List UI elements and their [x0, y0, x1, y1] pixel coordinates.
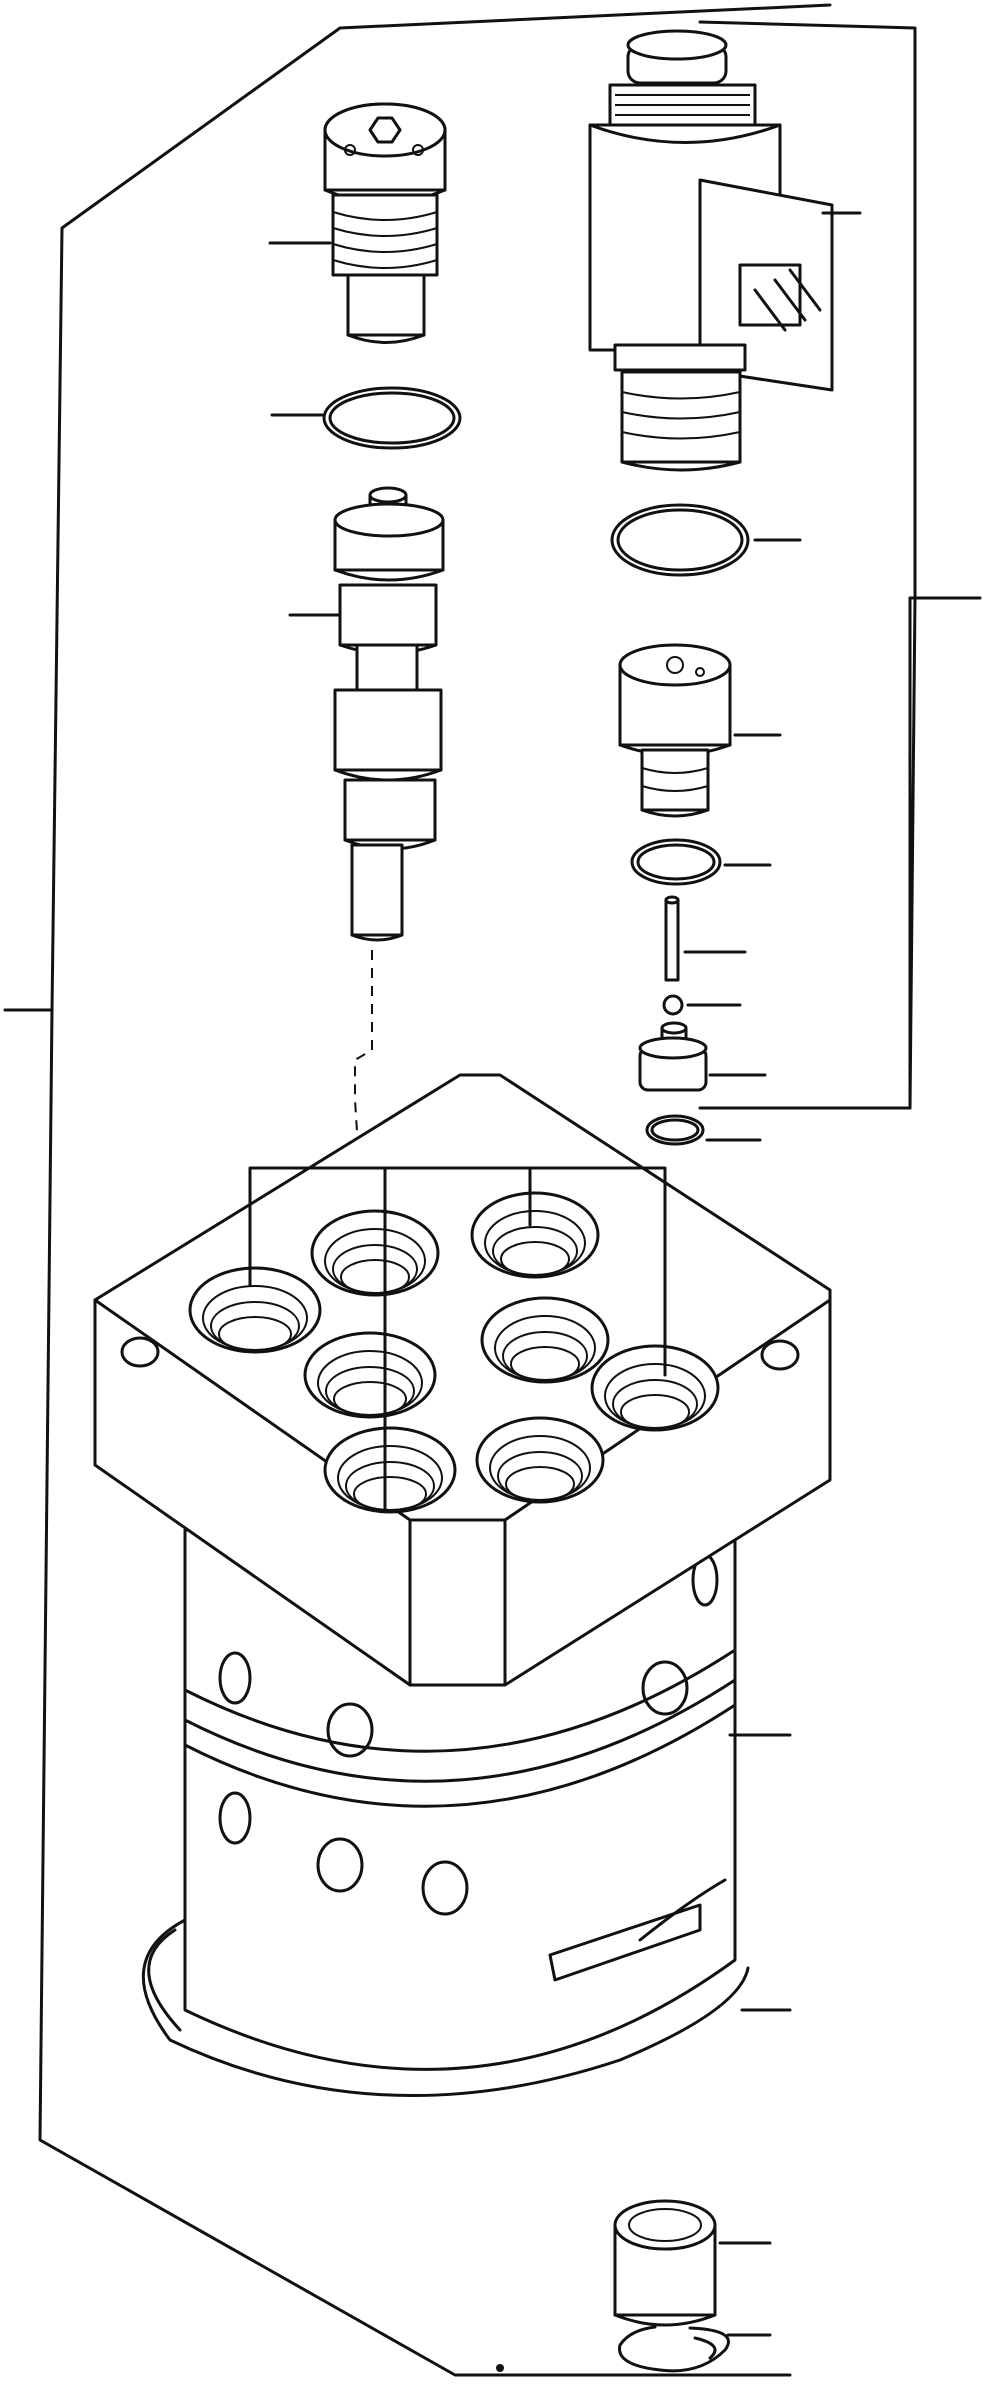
valve-body-block — [93, 1073, 832, 2098]
port-1 — [188, 1266, 322, 1354]
valve-cartridge — [618, 643, 782, 818]
port-2 — [310, 1209, 440, 1297]
o-ring-3 — [630, 838, 772, 886]
bushing — [613, 2199, 772, 2327]
valve-seat — [638, 1021, 767, 1092]
o-ring-2 — [610, 503, 802, 577]
port-3 — [470, 1191, 600, 1279]
o-ring-1 — [270, 386, 462, 450]
solenoid-group-bracket — [698, 596, 912, 1110]
ball — [662, 994, 742, 1016]
port-4 — [303, 1331, 437, 1419]
port-7 — [323, 1426, 457, 1514]
solenoid-coil — [588, 29, 862, 472]
threaded-plug — [268, 102, 447, 344]
port-6 — [590, 1344, 720, 1432]
port-8 — [475, 1416, 605, 1504]
valve-spool — [288, 486, 445, 942]
snap-ring — [618, 2325, 772, 2373]
o-ring-4 — [645, 1114, 762, 1146]
port-5 — [480, 1296, 610, 1384]
pin — [664, 895, 747, 982]
reference-dot — [496, 2364, 504, 2372]
assembly-bracket-frame — [3, 3, 982, 2377]
